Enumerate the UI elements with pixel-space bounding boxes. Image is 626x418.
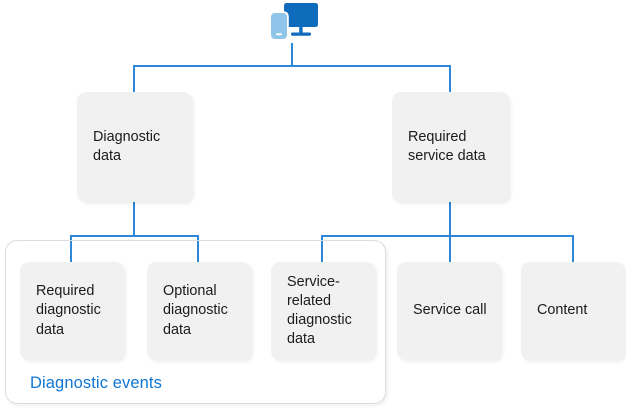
diagnostic-events-group-label: Diagnostic events [30,374,162,392]
node-service-related-diagnostic-data[interactable]: Service- related diagnostic data [271,262,375,360]
node-optional-diagnostic-data[interactable]: Optional diagnostic data [147,262,251,360]
node-required-diagnostic-data[interactable]: Required diagnostic data [20,262,124,360]
node-diagnostic-data-label: Diagnostic data [93,128,161,164]
node-service-call-label: Service call [413,302,487,319]
node-diagnostic-data[interactable]: Diagnostic data [77,92,192,202]
node-required-diagnostic-data-label: Required diagnostic data [36,283,101,338]
node-required-service-data[interactable]: Required service data [392,92,509,202]
node-optional-diagnostic-data-label: Optional diagnostic data [163,283,228,338]
node-service-call[interactable]: Service call [397,262,501,360]
node-content[interactable]: Content [521,262,625,360]
diagnostic-events-group-frame [5,240,386,404]
devices-monitor-phone-icon [266,2,324,44]
node-required-service-data-label: Required service data [408,128,486,164]
node-service-related-diagnostic-data-label: Service- related diagnostic data [287,273,352,348]
node-content-label: Content [537,302,588,319]
